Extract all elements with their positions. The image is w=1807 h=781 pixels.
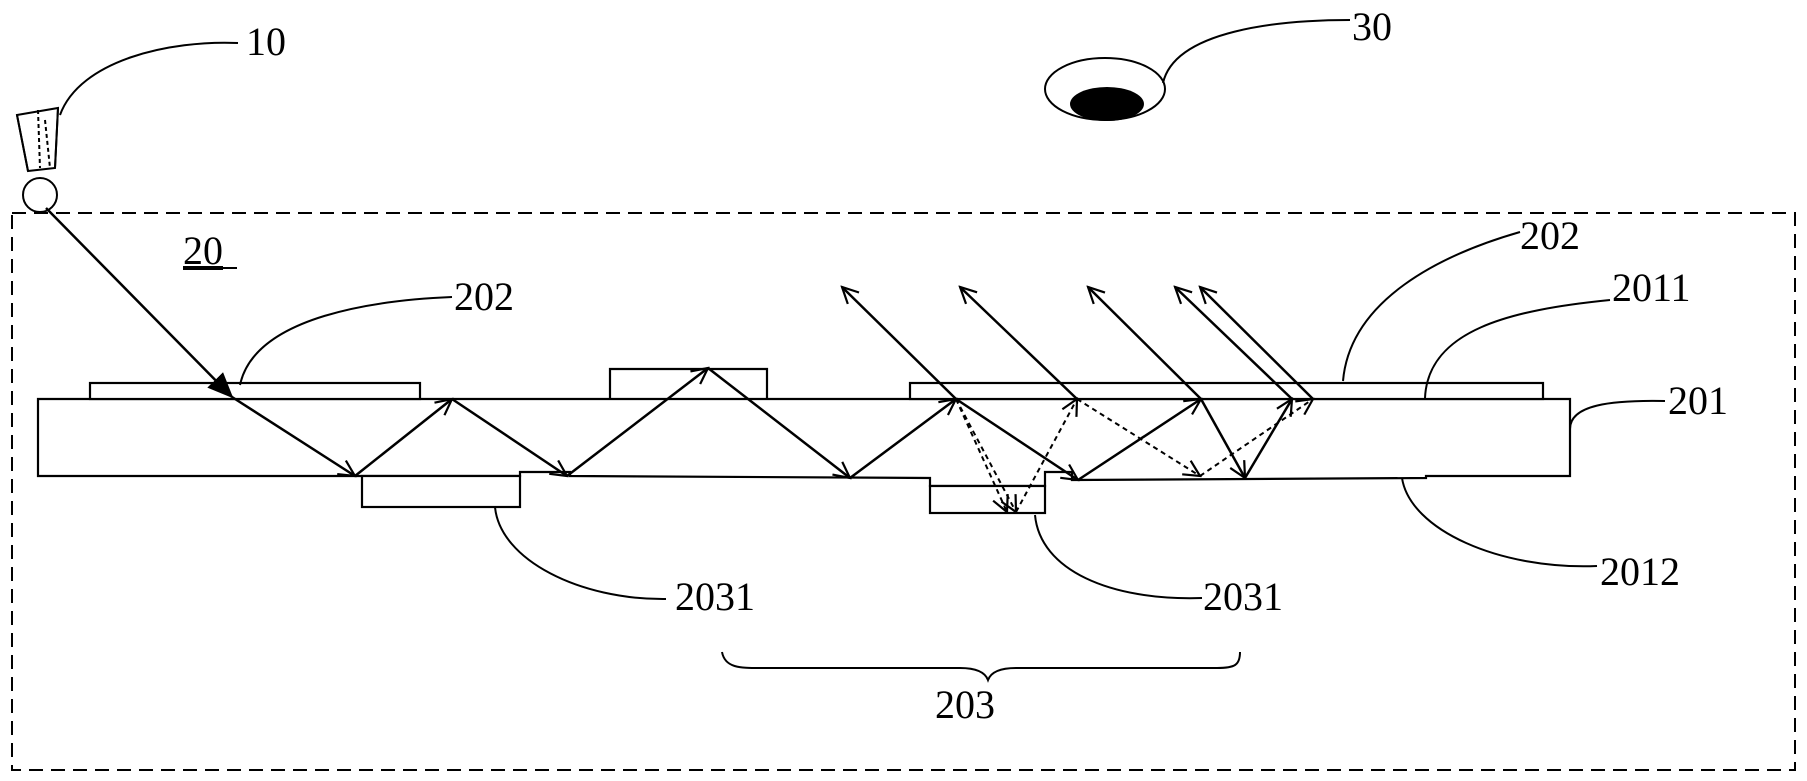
label-201: 201 bbox=[1668, 378, 1728, 423]
eye-icon bbox=[1044, 57, 1166, 121]
coupling-film-202-left bbox=[88, 381, 422, 401]
label-2011: 2011 bbox=[1612, 265, 1691, 310]
guided-rays bbox=[231, 368, 1292, 480]
label-202-right: 202 bbox=[1520, 213, 1580, 258]
label-202-left: 202 bbox=[454, 274, 514, 319]
label-30: 30 bbox=[1352, 4, 1392, 49]
grating-2031-right bbox=[928, 484, 1047, 515]
label-203: 203 bbox=[935, 682, 995, 727]
leader-lines bbox=[59, 19, 1666, 683]
label-2031-left: 2031 bbox=[675, 574, 755, 619]
waveguide-region-border bbox=[11, 212, 1796, 771]
incident-ray bbox=[45, 207, 234, 399]
label-2031-right: 2031 bbox=[1203, 574, 1283, 619]
grating-2031-left bbox=[360, 474, 522, 509]
label-2012: 2012 bbox=[1600, 549, 1680, 594]
projector-icon bbox=[15, 106, 60, 213]
label-20: 20 bbox=[183, 228, 223, 273]
coupling-film-202-right bbox=[908, 381, 1545, 401]
top-protrusion bbox=[608, 367, 769, 399]
label-10: 10 bbox=[246, 19, 286, 64]
diffracted-rays bbox=[955, 399, 1313, 512]
outcoupled-rays bbox=[842, 287, 1314, 400]
